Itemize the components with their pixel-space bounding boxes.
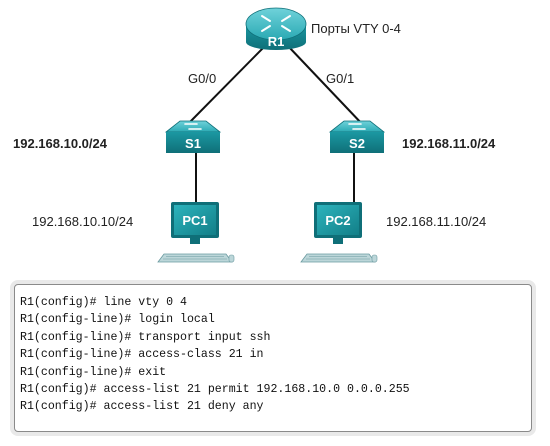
pc-label: PC2 (325, 213, 350, 228)
switch-icon[interactable]: S1 (164, 120, 222, 153)
switch-label: S2 (349, 136, 365, 151)
host-ip-left: 192.168.10.10/24 (32, 214, 133, 229)
pc-icon[interactable]: PC1 (157, 202, 235, 263)
cli-line: R1(config-line)# transport input ssh (20, 330, 271, 344)
pc-label: PC1 (182, 213, 207, 228)
cli-line: R1(config-line)# exit (20, 365, 167, 379)
router-label: R1 (268, 34, 285, 49)
cli-line: R1(config)# line vty 0 4 (20, 296, 187, 309)
cli-config-box: R1(config)# line vty 0 4 R1(config-line)… (14, 284, 532, 432)
network-topology: R1 Порты VTY 0-4 G0/0 G0/1 S1 192.168.10… (13, 7, 496, 263)
interface-label-left: G0/0 (188, 71, 216, 86)
vty-ports-label: Порты VTY 0-4 (311, 21, 401, 36)
host-ip-right: 192.168.11.10/24 (386, 214, 486, 229)
cli-line: R1(config-line)# login local (20, 313, 215, 327)
router-icon[interactable]: R1 (245, 7, 307, 50)
network-label-right: 192.168.11.0/24 (402, 136, 496, 151)
network-label-left: 192.168.10.0/24 (13, 136, 108, 151)
link-r1-s1 (185, 45, 266, 127)
link-r1-s2 (287, 45, 365, 127)
pc-icon[interactable]: PC2 (300, 202, 378, 263)
cli-line: R1(config)# access-list 21 deny any (20, 400, 264, 414)
switch-label: S1 (185, 136, 201, 151)
cli-line: R1(config)# access-list 21 permit 192.16… (20, 383, 410, 397)
cli-line: R1(config-line)# access-class 21 in (20, 348, 264, 362)
switch-icon[interactable]: S2 (328, 120, 386, 153)
interface-label-right: G0/1 (326, 71, 354, 86)
